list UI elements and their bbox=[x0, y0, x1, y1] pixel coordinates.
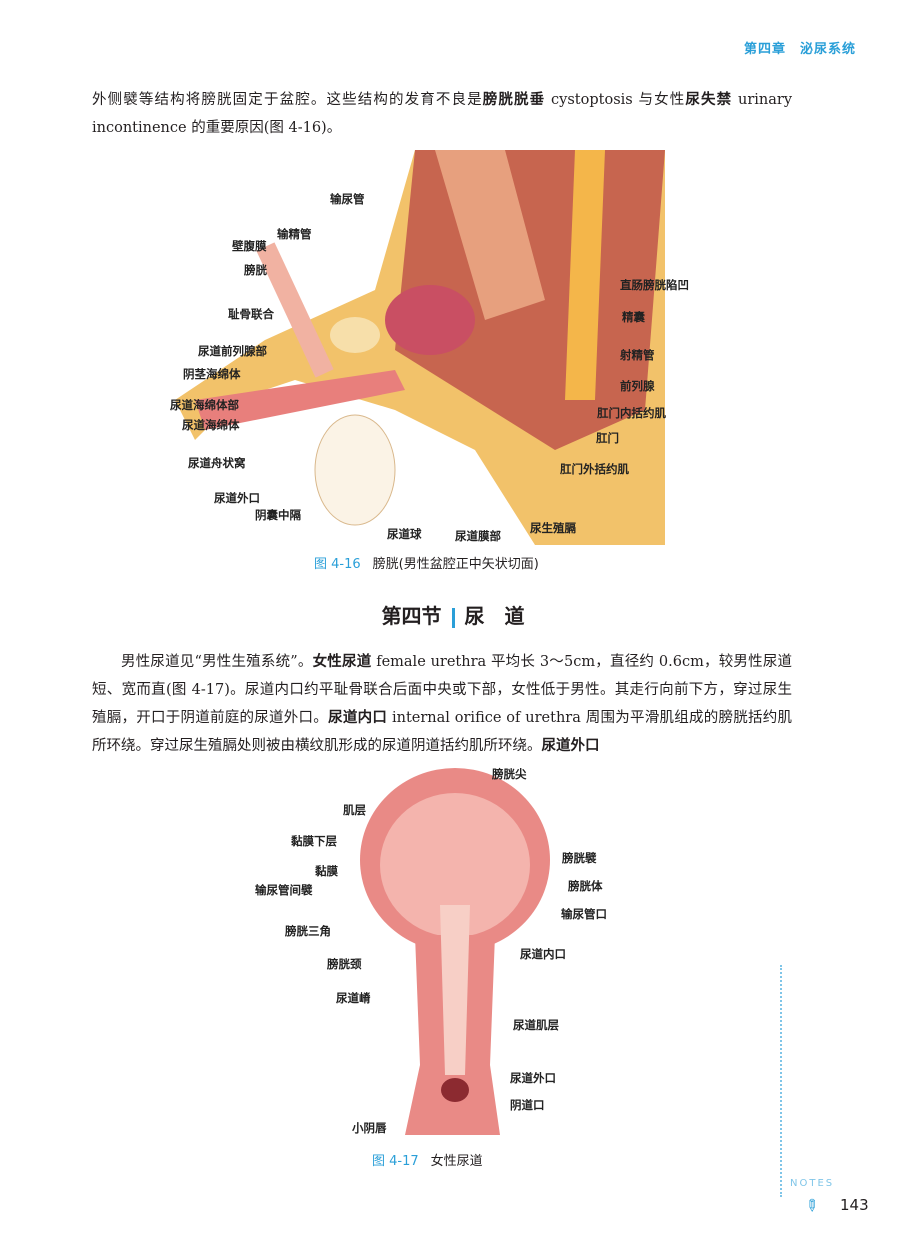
label: 黏膜下层 bbox=[291, 834, 337, 848]
label: 尿道膜部 bbox=[455, 529, 501, 543]
text: internal orifice of urethra 周围为平滑肌组成的膀胱括… bbox=[92, 710, 793, 754]
figure-number: 图 4-17 bbox=[372, 1154, 419, 1169]
label: 输尿管间襞 bbox=[255, 883, 313, 897]
label: 肛门内括约肌 bbox=[597, 406, 666, 420]
label: 输尿管 bbox=[330, 192, 365, 206]
label: 肛门外括约肌 bbox=[560, 462, 629, 476]
label: 膀胱三角 bbox=[285, 924, 331, 938]
notes-margin-line bbox=[780, 965, 782, 1197]
label: 阴囊中隔 bbox=[255, 508, 301, 522]
text: 男性尿道见“男性生殖系统”。 bbox=[121, 654, 313, 670]
label: 壁腹膜 bbox=[232, 239, 267, 253]
pencil-icon: ✎ bbox=[800, 1194, 824, 1217]
label: 膀胱尖 bbox=[492, 767, 527, 781]
figure-4-17-illustration bbox=[255, 765, 610, 1145]
section-title: 尿 道 bbox=[464, 604, 525, 628]
text: 外侧襞等结构将膀胱固定于盆腔。这些结构的发育不良是 bbox=[92, 92, 483, 108]
label: 尿道前列腺部 bbox=[198, 344, 267, 358]
label: 尿道海绵体部 bbox=[170, 398, 239, 412]
label: 膀胱体 bbox=[568, 879, 603, 893]
label: 尿道内口 bbox=[520, 947, 566, 961]
label: 射精管 bbox=[620, 348, 655, 362]
notes-label: NOTES bbox=[790, 1178, 835, 1189]
term-external-orifice: 尿道外口 bbox=[541, 738, 600, 754]
label: 小阴唇 bbox=[352, 1121, 387, 1135]
label: 尿道外口 bbox=[214, 491, 260, 505]
label: 耻骨联合 bbox=[228, 307, 274, 321]
label: 尿道外口 bbox=[510, 1071, 556, 1085]
caption-text: 膀胱(男性盆腔正中矢状切面) bbox=[372, 557, 539, 572]
label: 膀胱颈 bbox=[327, 957, 362, 971]
label: 尿道舟状窝 bbox=[188, 456, 246, 470]
term-incontinence: 尿失禁 bbox=[685, 92, 733, 108]
label: 阴道口 bbox=[510, 1098, 545, 1112]
figure-4-17-caption: 图 4-17 女性尿道 bbox=[372, 1150, 483, 1169]
label: 尿道海绵体 bbox=[182, 418, 240, 432]
male-pelvis-drawing bbox=[175, 150, 665, 545]
label: 黏膜 bbox=[315, 864, 338, 878]
label: 精囊 bbox=[622, 310, 645, 324]
label: 肌层 bbox=[343, 803, 366, 817]
label: 尿道嵴 bbox=[336, 991, 371, 1005]
text: female urethra 平均长 3～5cm，直径约 0.6cm，较男性尿道… bbox=[92, 654, 793, 726]
figure-4-16-illustration bbox=[175, 150, 665, 545]
label: 直肠膀胱陷凹 bbox=[620, 278, 689, 292]
divider bbox=[451, 607, 455, 628]
label: 阴茎海绵体 bbox=[183, 367, 241, 381]
figure-4-16-caption: 图 4-16 膀胱(男性盆腔正中矢状切面) bbox=[314, 553, 539, 572]
female-urethra-drawing bbox=[360, 768, 550, 1135]
label: 输尿管口 bbox=[561, 907, 607, 921]
paragraph-1: 外侧襞等结构将膀胱固定于盆腔。这些结构的发育不良是膀胱脱垂 cystoptosi… bbox=[92, 86, 792, 142]
page-number: 143 bbox=[840, 1196, 869, 1214]
text: cystoptosis 与女性 bbox=[545, 92, 686, 108]
chapter-header: 第四章 泌尿系统 bbox=[743, 42, 856, 57]
label: 膀胱襞 bbox=[562, 851, 597, 865]
caption-text: 女性尿道 bbox=[430, 1154, 483, 1169]
label: 尿生殖膈 bbox=[530, 521, 576, 535]
section-number: 第四节 bbox=[381, 604, 442, 628]
label: 膀胱 bbox=[244, 263, 267, 277]
paragraph-2: 男性尿道见“男性生殖系统”。女性尿道 female urethra 平均长 3～… bbox=[92, 648, 792, 760]
label: 前列腺 bbox=[620, 379, 655, 393]
figure-number: 图 4-16 bbox=[314, 557, 361, 572]
label: 肛门 bbox=[596, 431, 619, 445]
section-heading: 第四节尿 道 bbox=[0, 600, 906, 629]
label: 输精管 bbox=[277, 227, 312, 241]
term-cystoptosis: 膀胱脱垂 bbox=[482, 92, 546, 108]
label: 尿道球 bbox=[387, 527, 422, 541]
label: 尿道肌层 bbox=[513, 1018, 559, 1032]
text: urinary incontinence 的重要原因(图 4-16)。 bbox=[92, 92, 793, 136]
term-female-urethra: 女性尿道 bbox=[312, 654, 372, 670]
term-internal-orifice: 尿道内口 bbox=[328, 710, 388, 726]
